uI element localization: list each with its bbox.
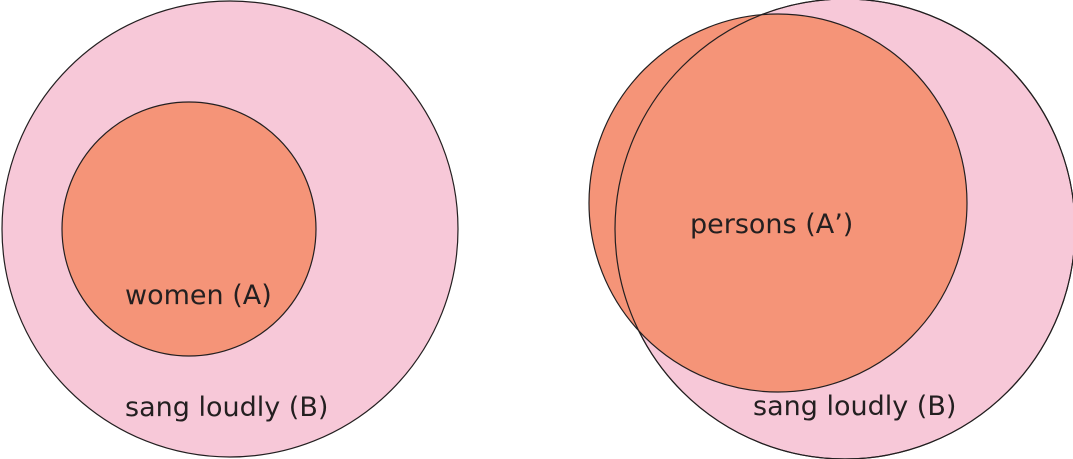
right-outer-circle-b-outline xyxy=(614,0,1073,459)
left-outer-label: sang loudly (B) xyxy=(125,392,328,423)
right-inner-circle-a-prime xyxy=(588,13,968,393)
right-inner-label: persons (A’) xyxy=(690,209,853,240)
left-diagram: women (A) sang loudly (B) xyxy=(1,0,459,458)
left-inner-label: women (A) xyxy=(125,280,272,311)
left-inner-circle-a xyxy=(61,101,317,357)
right-outer-label: sang loudly (B) xyxy=(753,391,956,422)
right-diagram: persons (A’) sang loudly (B) xyxy=(588,0,1073,459)
